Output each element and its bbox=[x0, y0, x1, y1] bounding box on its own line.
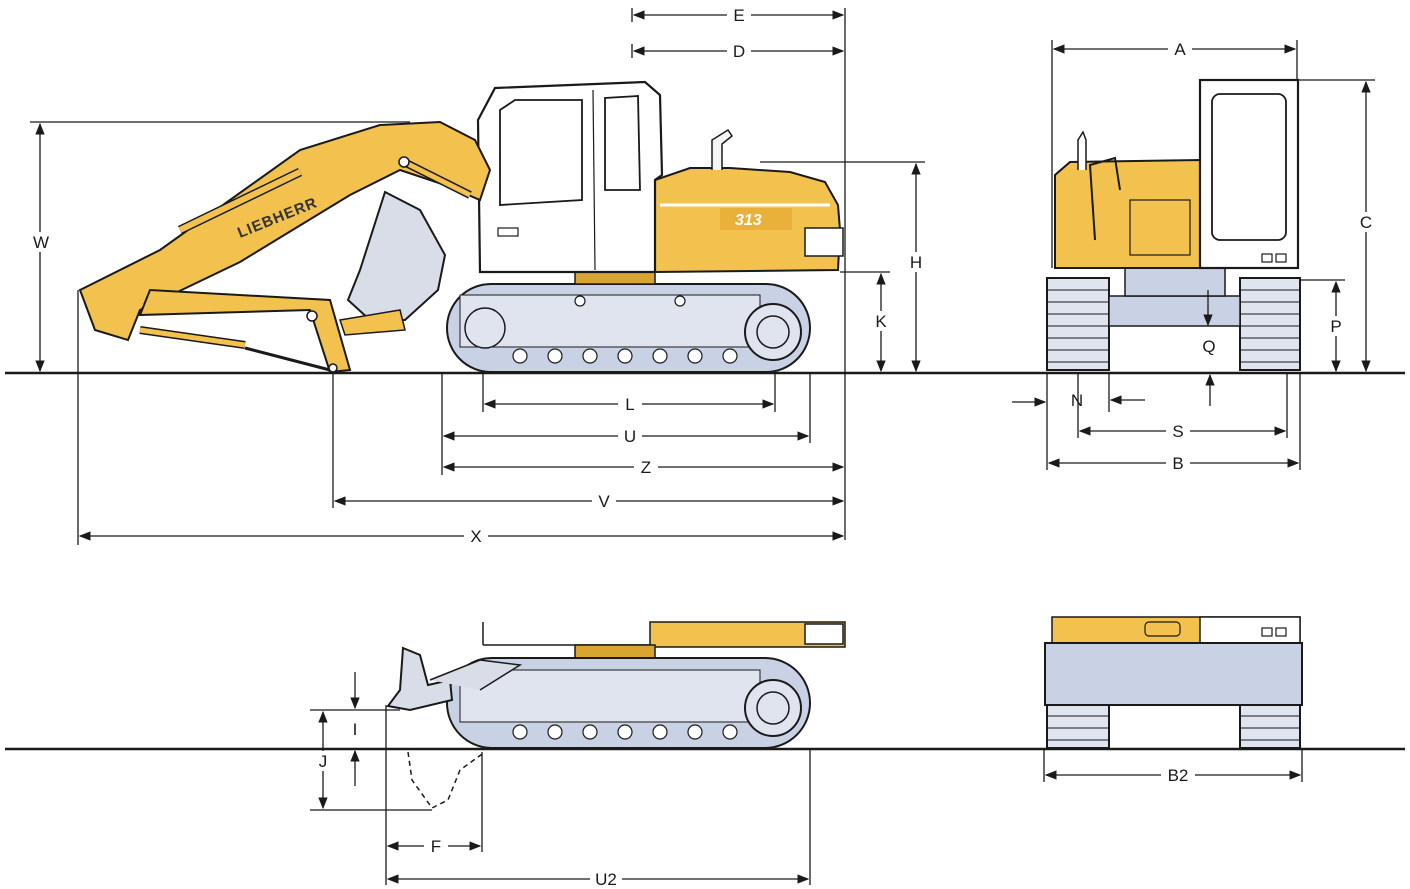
label-X: X bbox=[470, 527, 481, 546]
label-D: D bbox=[733, 42, 745, 61]
model-number: 313 bbox=[735, 212, 762, 229]
side-view-blade bbox=[386, 621, 846, 809]
label-U: U bbox=[624, 427, 636, 446]
label-W: W bbox=[33, 233, 49, 252]
label-B2: B2 bbox=[1168, 766, 1189, 785]
front-right-track bbox=[1239, 277, 1301, 371]
front-view-excavator bbox=[1046, 78, 1301, 371]
front-blade bbox=[1044, 642, 1303, 706]
label-P: P bbox=[1330, 317, 1341, 336]
label-N: N bbox=[1071, 391, 1083, 410]
label-Z: Z bbox=[641, 458, 651, 477]
label-I: I bbox=[353, 720, 358, 739]
label-L: L bbox=[625, 395, 634, 414]
label-B: B bbox=[1172, 454, 1183, 473]
label-A: A bbox=[1174, 40, 1186, 59]
front-engine-body bbox=[1054, 158, 1201, 269]
front-view-blade bbox=[1044, 616, 1303, 749]
side-view-excavator: 313 LIEBHERR bbox=[78, 80, 844, 374]
bucket bbox=[346, 190, 447, 321]
label-H: H bbox=[910, 253, 922, 272]
label-U2: U2 bbox=[595, 870, 617, 889]
label-F: F bbox=[431, 837, 441, 856]
side-idler-wheel bbox=[744, 303, 802, 361]
label-C: C bbox=[1360, 213, 1372, 232]
label-J: J bbox=[319, 752, 328, 771]
label-E: E bbox=[733, 6, 744, 25]
label-Q: Q bbox=[1202, 337, 1215, 356]
stick bbox=[138, 288, 352, 374]
extension-lines bbox=[30, 8, 1375, 885]
front-left-track bbox=[1046, 277, 1110, 371]
dimension-labels: E D W H K L U Z V X A C P Q N S B I J F bbox=[29, 5, 1378, 889]
label-K: K bbox=[875, 312, 887, 331]
dozer-blade bbox=[386, 646, 454, 712]
blade-lowered-outline bbox=[407, 751, 486, 809]
label-S: S bbox=[1172, 422, 1183, 441]
label-V: V bbox=[598, 492, 610, 511]
